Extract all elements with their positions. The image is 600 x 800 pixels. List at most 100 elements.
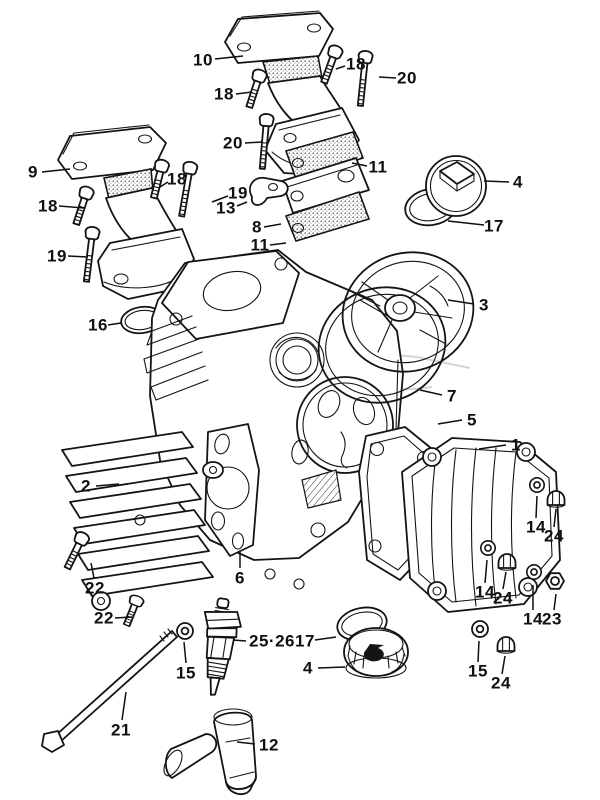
callout-22: 22 <box>94 609 114 628</box>
head-side-gasket-6 <box>204 423 260 557</box>
intake-manifold-left-9 <box>57 124 195 300</box>
callout-13: 13 <box>216 199 236 218</box>
gasket-11-upper <box>284 131 365 180</box>
leader-line-18 <box>235 91 253 95</box>
tappet-cover-4-bottom <box>336 606 409 679</box>
callout-19: 19 <box>47 247 67 266</box>
leader-line-10 <box>214 55 244 60</box>
washer-14-a <box>528 476 546 494</box>
leader-line-16 <box>107 322 122 326</box>
washer-15-b <box>471 620 489 638</box>
callout-18: 18 <box>38 197 58 216</box>
cylinder-head-cover-1 <box>401 437 561 613</box>
cap-nut-24-a <box>546 490 566 509</box>
callout-20: 20 <box>223 134 243 153</box>
bolt-18-center-a <box>241 66 269 111</box>
leader-line-13 <box>236 201 248 207</box>
callout-24: 24 <box>491 674 511 693</box>
callout-14: 14 <box>475 583 495 602</box>
callout-10: 10 <box>193 51 213 70</box>
leader-line-21 <box>121 691 127 721</box>
callout-25·26: 25·26 <box>249 632 295 651</box>
leader-line-2 <box>95 483 120 487</box>
callout-15: 15 <box>176 664 196 683</box>
callout-6: 6 <box>235 569 245 588</box>
callout-20: 20 <box>397 69 417 88</box>
hex-nut-23 <box>545 572 565 590</box>
stud-bolt-21 <box>41 628 178 753</box>
callout-11: 11 <box>251 236 270 255</box>
leader-line-20 <box>244 141 263 144</box>
callout-24: 24 <box>493 589 513 608</box>
leader-line-17 <box>314 636 337 641</box>
leader-line-12 <box>236 741 256 745</box>
leader-line-22 <box>114 616 133 619</box>
spark-plug-25-26 <box>203 597 242 696</box>
callout-3: 3 <box>479 296 489 315</box>
callout-23: 23 <box>542 610 562 629</box>
callout-18: 18 <box>214 85 234 104</box>
callout-12: 12 <box>259 736 279 755</box>
washer-14-b <box>479 539 497 557</box>
cam-sprocket <box>361 275 453 353</box>
callout-17: 17 <box>484 217 504 236</box>
leader-line-14 <box>484 559 488 584</box>
leader-line-19 <box>67 255 89 258</box>
left-cylinder-cover-2 <box>61 431 224 611</box>
leader-line-9 <box>41 168 71 173</box>
leader-line-11 <box>269 242 287 246</box>
callout-21: 21 <box>111 721 131 740</box>
leader-line-1 <box>478 444 507 450</box>
leader-line-18 <box>335 65 346 70</box>
leader-line-5 <box>437 419 463 425</box>
leader-line-3 <box>447 299 475 305</box>
cam-chain-guide-ring-3 <box>341 251 475 373</box>
insulator-8 <box>281 157 370 214</box>
callout-layer: 1018201820918181913198111141716375126222… <box>28 51 563 755</box>
leader-line-7 <box>419 389 443 396</box>
oil-filler-cap-4-top <box>404 155 487 227</box>
leader-line-17 <box>447 220 485 226</box>
callout-19: 19 <box>228 184 248 203</box>
callout-5: 5 <box>467 411 477 430</box>
cap-nut-24-c <box>496 636 516 655</box>
leader-line-15 <box>477 640 480 663</box>
callout-4: 4 <box>303 659 313 678</box>
callout-16: 16 <box>88 316 108 335</box>
leader-line-15 <box>183 641 187 664</box>
bolt-22-b <box>119 592 146 629</box>
callout-1: 1 <box>511 436 521 455</box>
leader-line-25·26 <box>232 639 247 642</box>
leader-line-18 <box>159 181 169 188</box>
leader-line-4 <box>317 666 346 669</box>
leader-line-23 <box>553 593 557 611</box>
insulator-gasket-stack <box>281 131 371 242</box>
leader-line-14 <box>535 495 538 519</box>
leader-line-20 <box>378 76 397 79</box>
callout-9: 9 <box>28 163 38 182</box>
callout-4: 4 <box>513 173 523 192</box>
leader-line-8 <box>263 223 282 228</box>
callout-11: 11 <box>369 158 388 177</box>
leader-line-24 <box>553 508 557 528</box>
callout-14: 14 <box>526 518 546 537</box>
leader-line-11 <box>351 162 368 167</box>
callout-18: 18 <box>346 55 366 74</box>
callout-7: 7 <box>447 387 457 406</box>
callout-15: 15 <box>468 662 488 681</box>
washer-14-c <box>525 563 543 581</box>
callout-18: 18 <box>167 170 187 189</box>
leader-line-18 <box>58 205 85 209</box>
callout-22: 22 <box>85 579 105 598</box>
callout-8: 8 <box>252 218 262 237</box>
leader-line-22 <box>90 562 95 579</box>
callout-17: 17 <box>295 632 315 651</box>
bolt-19-left <box>78 225 101 284</box>
leader-line-24 <box>501 655 506 675</box>
callout-14: 14 <box>523 610 543 629</box>
cap-nut-24-b <box>497 553 517 572</box>
bolt-18-left-a <box>68 183 96 228</box>
washer-15-a <box>176 622 194 640</box>
